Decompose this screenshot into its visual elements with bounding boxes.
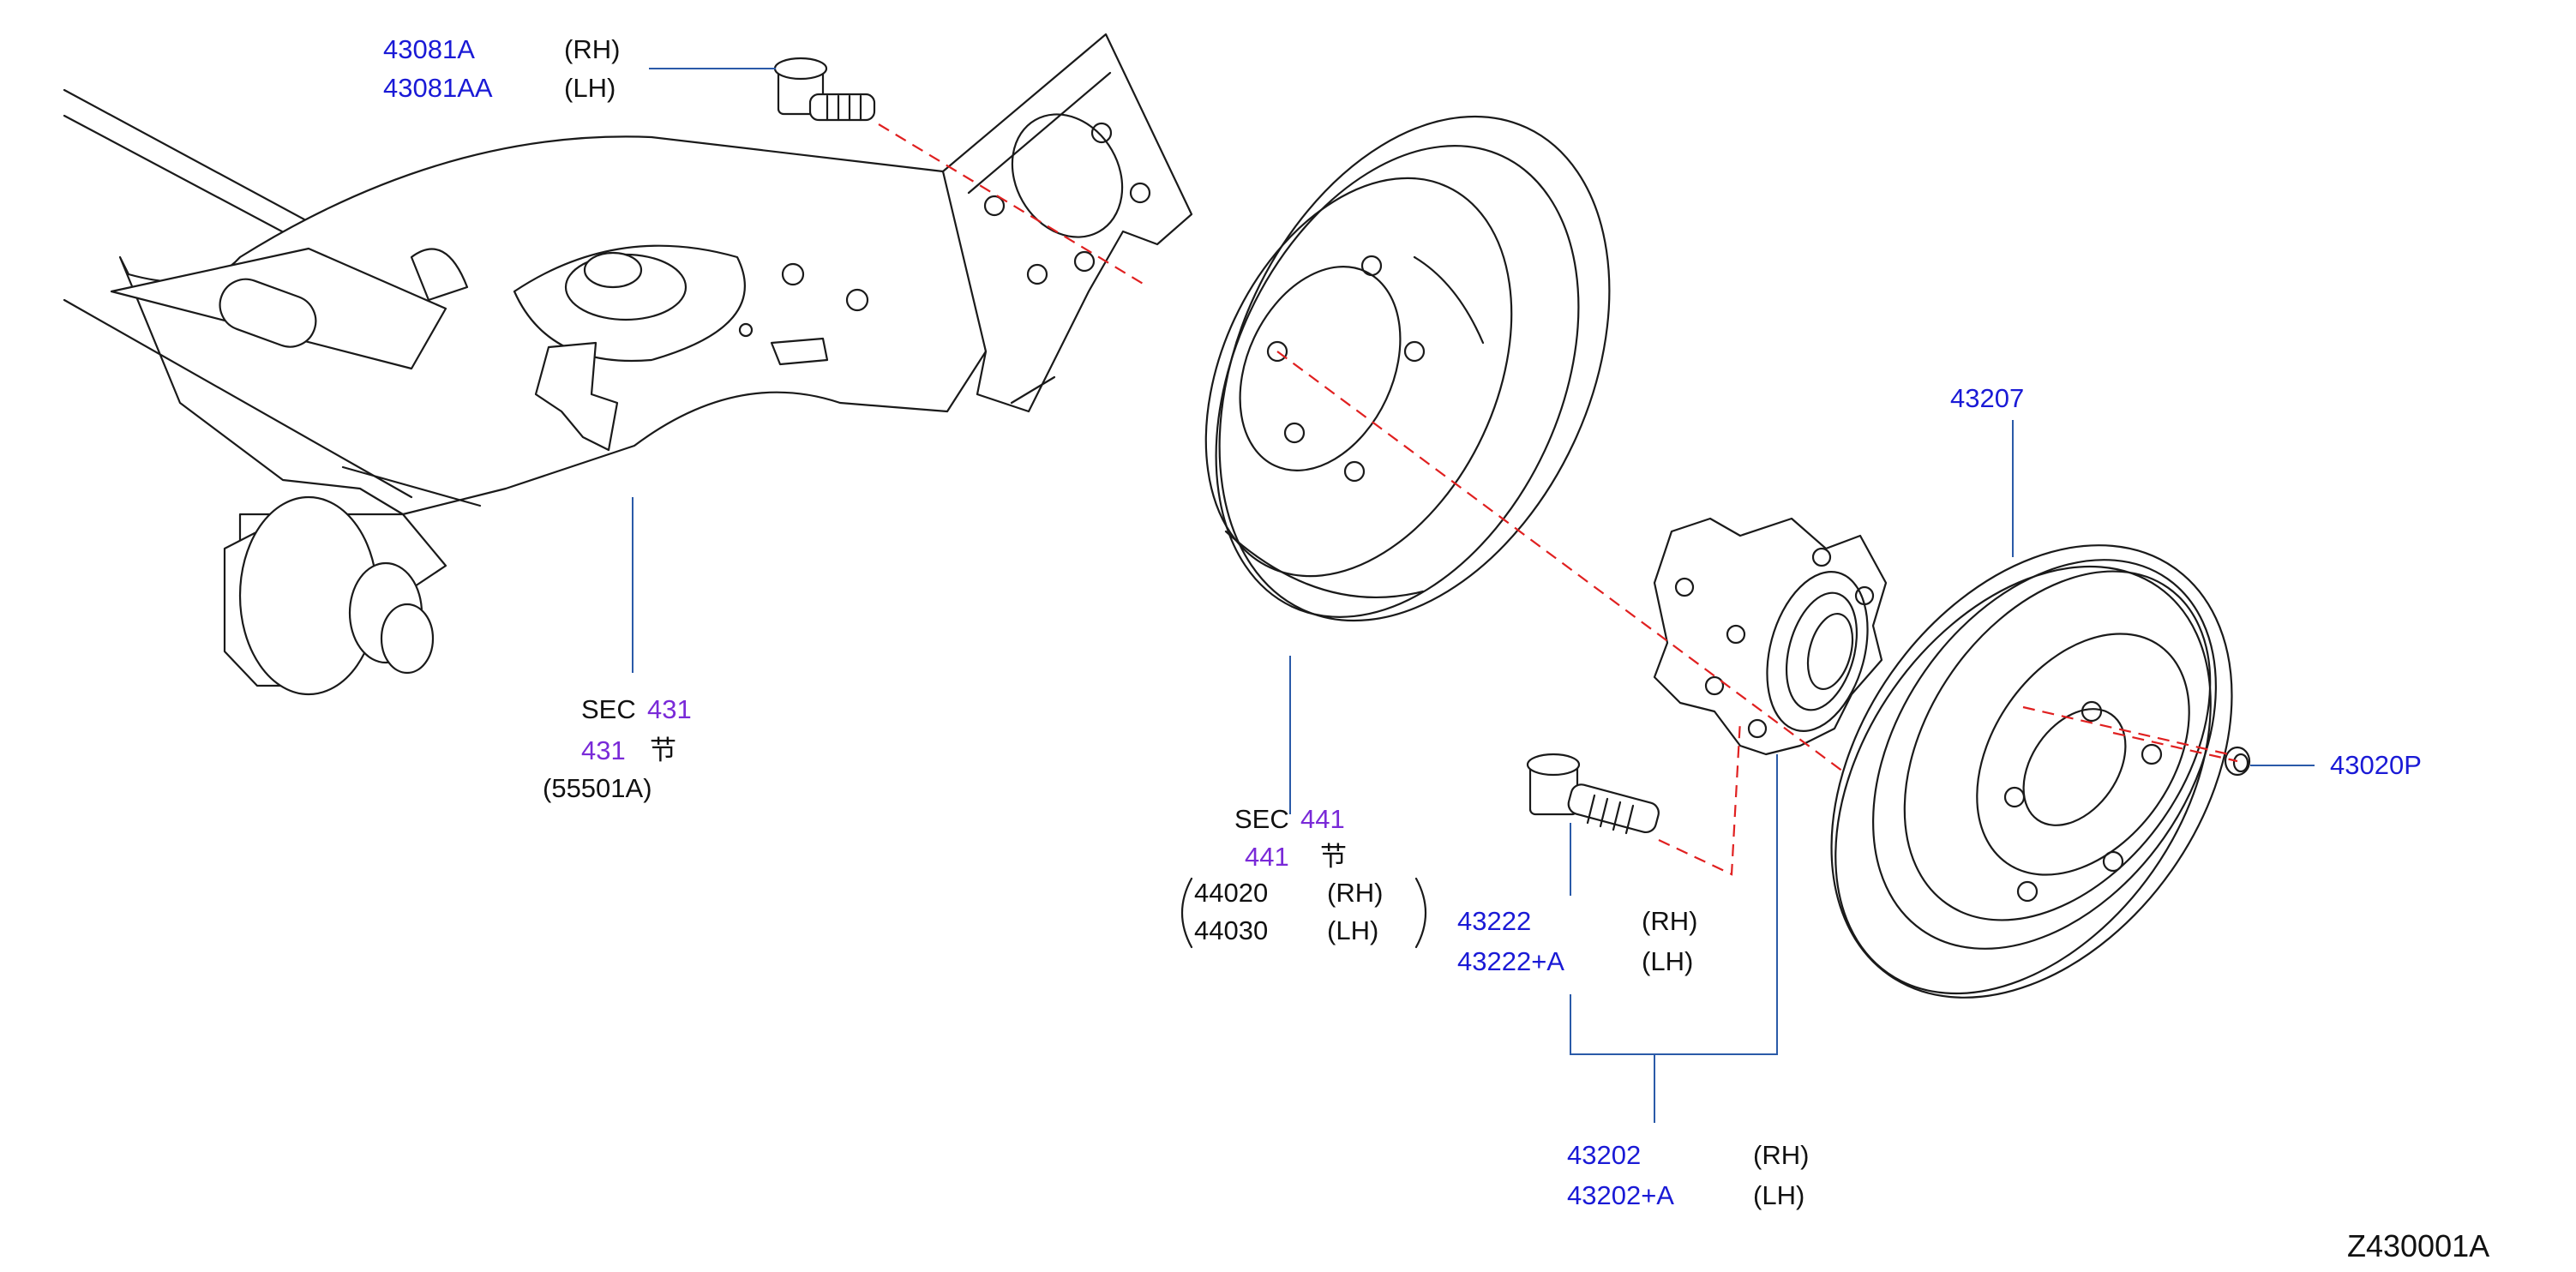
side-lh: (LH) <box>564 73 615 103</box>
sec-441-link[interactable]: 441 <box>1300 804 1345 834</box>
sec-431-link[interactable]: 431 <box>647 694 692 724</box>
side-lh: (LH) <box>1327 915 1378 945</box>
sec-prefix: SEC <box>1234 804 1289 834</box>
leader-lines <box>632 68 2315 1123</box>
callout-hub-assembly: 43202 (RH) 43202+A (LH) <box>1567 1140 1809 1210</box>
ref-44030: 44030 <box>1194 915 1268 945</box>
ref-44020: 44020 <box>1194 878 1268 908</box>
sec-prefix: SEC <box>581 694 636 724</box>
side-rh: (RH) <box>1642 906 1697 936</box>
part-43081aa[interactable]: 43081AA <box>383 73 493 103</box>
callout-brake-drum: SEC 441 441 节 44020 (RH) 44030 (LH) <box>1180 804 1427 949</box>
rear-axle-beam[interactable] <box>63 33 1193 696</box>
sec-431-subchar: 节 <box>650 735 676 765</box>
side-rh: (RH) <box>564 34 620 64</box>
part-43222[interactable]: 43222 <box>1457 906 1531 936</box>
ref-55501a: (55501A) <box>543 773 652 803</box>
brake-disc-rotor[interactable] <box>1749 470 2315 1074</box>
wheel-hub-assembly[interactable] <box>1653 517 1888 756</box>
part-43202-a[interactable]: 43202+A <box>1567 1180 1674 1210</box>
side-rh: (RH) <box>1327 878 1383 908</box>
sec-431-subnumber[interactable]: 431 <box>581 735 626 765</box>
hub-mounting-bolt[interactable] <box>773 57 876 122</box>
part-43222-a[interactable]: 43222+A <box>1457 946 1564 976</box>
wheel-hub-bolt[interactable] <box>1526 753 1661 835</box>
part-43081a[interactable]: 43081A <box>383 34 475 64</box>
brake-drum-assembly[interactable] <box>1143 53 1686 683</box>
side-lh: (LH) <box>1642 946 1693 976</box>
part-43202[interactable]: 43202 <box>1567 1140 1641 1170</box>
sec-441-subnumber[interactable]: 441 <box>1245 842 1289 872</box>
callout-hub-bolt: 43222 (RH) 43222+A (LH) <box>1457 906 1697 976</box>
part-43020p[interactable]: 43020P <box>2330 750 2422 780</box>
callout-axle-beam: SEC 431 431 节 (55501A) <box>543 694 692 803</box>
side-rh: (RH) <box>1753 1140 1809 1170</box>
assembly-axis-lines <box>878 123 2238 876</box>
callout-bolt: 43081A (RH) 43081AA (LH) <box>383 34 620 103</box>
sec-441-subchar: 节 <box>1320 842 1347 872</box>
side-lh: (LH) <box>1753 1180 1804 1210</box>
part-43207[interactable]: 43207 <box>1950 383 2024 413</box>
diagram-id: Z430001A <box>2347 1228 2489 1263</box>
